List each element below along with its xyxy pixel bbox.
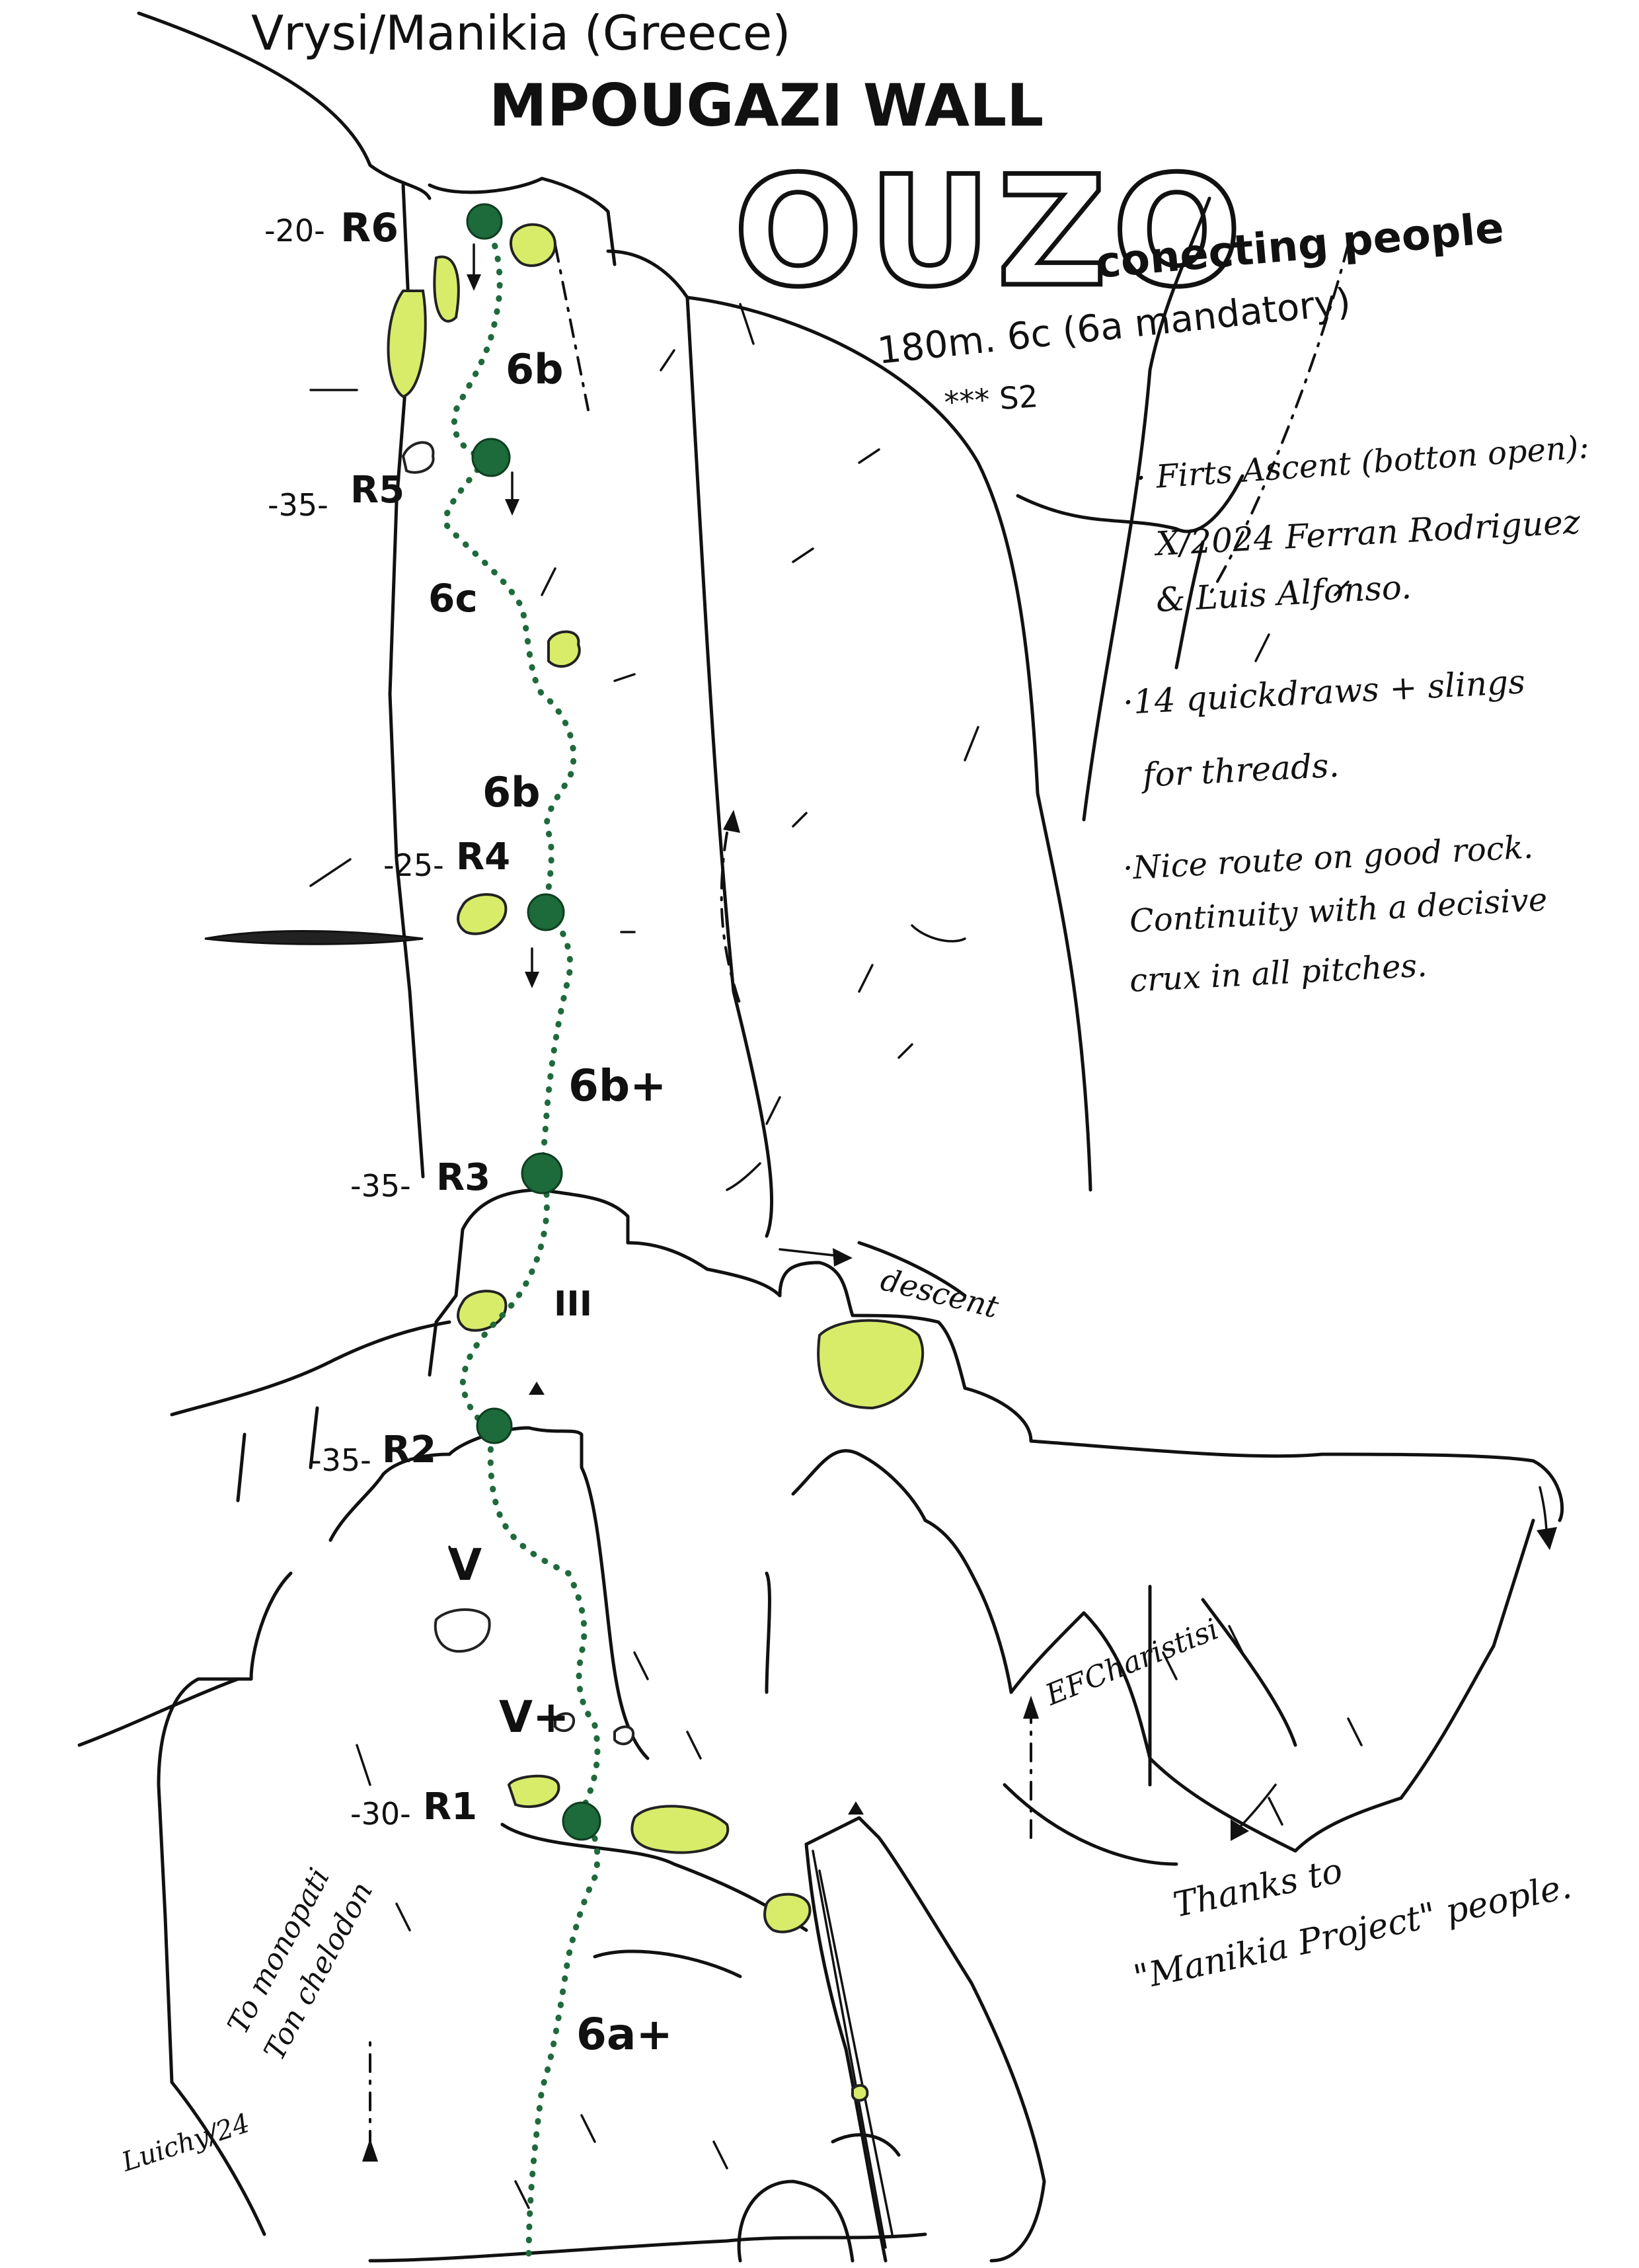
vegetation-bushes xyxy=(387,223,925,2102)
r6-label: R6 xyxy=(340,205,399,251)
bush-icon xyxy=(817,1319,925,1410)
belay-r1 xyxy=(562,1801,601,1841)
bush-icon xyxy=(433,255,460,323)
r3-length: -35- xyxy=(350,1168,411,1204)
belay-labels: -20- R6 -35- R5 -25- R4 -35- R3 -35- R2 … xyxy=(264,205,510,1832)
grade-p4b: 6b xyxy=(482,768,541,816)
r1-length: -30- xyxy=(350,1796,411,1832)
bush-icon xyxy=(851,2084,869,2102)
bush-icon xyxy=(554,1712,576,1733)
arrows xyxy=(362,243,1557,2162)
bush-icon xyxy=(763,1893,812,1934)
note-line-2: X/2024 Ferran Rodriguez xyxy=(1153,502,1582,563)
r1-label: R1 xyxy=(423,1785,477,1828)
pitch-grades: 6b 6c 6b 6b+ III V V+ 6a+ xyxy=(428,345,673,2060)
bush-icon xyxy=(401,441,435,474)
belay-r2 xyxy=(476,1407,513,1444)
bush-icon xyxy=(387,290,427,399)
route-line xyxy=(443,218,601,2264)
note-line-7: Continuity with a decisive xyxy=(1129,881,1548,940)
r5-label: R5 xyxy=(350,469,404,512)
bush-icon xyxy=(457,1290,508,1332)
grade-p2b: V xyxy=(448,1540,482,1590)
bush-icon xyxy=(547,630,581,668)
bush-icon xyxy=(507,1774,560,1809)
grade-p6: 6b xyxy=(506,345,564,393)
note-line-8: crux in all pitches. xyxy=(1129,947,1428,999)
r2-label: R2 xyxy=(382,1428,436,1471)
dashdot-cracks xyxy=(369,243,1350,2150)
belay-stations xyxy=(466,203,601,1841)
belay-r3 xyxy=(521,1152,563,1194)
belay-r6 xyxy=(466,203,503,240)
grade-p2: V+ xyxy=(499,1692,569,1742)
route-notes: · Firts Ascent (botton open): X/2024 Fer… xyxy=(1122,428,1591,999)
artist-signature: Luichy/24 xyxy=(118,2108,254,2178)
header: Vrysi/Manikia (Greece) MPOUGAZI WALL OUZ… xyxy=(251,5,1506,420)
location-title: Vrysi/Manikia (Greece) xyxy=(251,5,790,61)
grade-p3: III xyxy=(554,1284,592,1324)
belay-r4 xyxy=(527,893,565,931)
bush-icon xyxy=(457,893,508,935)
flake-feature xyxy=(204,929,424,945)
r5-length: -35- xyxy=(268,487,328,523)
thanks-line-1: Thanks to xyxy=(1170,1851,1346,1926)
r3-label: R3 xyxy=(436,1156,490,1199)
r4-length: -25- xyxy=(383,847,444,883)
note-line-6: ·Nice route on good rock. xyxy=(1122,829,1535,887)
rock-outlines xyxy=(77,11,1564,2263)
r4-label: R4 xyxy=(456,836,510,879)
bush-icon xyxy=(510,223,557,267)
grade-p4: 6b+ xyxy=(568,1060,666,1111)
note-line-4: ·14 quickdraws + slings xyxy=(1122,662,1526,722)
belay-r5 xyxy=(471,438,511,477)
note-line-5: for threads. xyxy=(1139,746,1340,795)
rock-texture xyxy=(309,303,1363,2209)
r2-length: -35- xyxy=(311,1442,371,1478)
wall-title: MPOUGAZI WALL xyxy=(489,71,1044,139)
bush-icon xyxy=(434,1608,491,1653)
grade-p1: 6a+ xyxy=(576,2009,673,2060)
route-rating: *** S2 xyxy=(943,378,1040,420)
route-name: OUZO xyxy=(734,144,1247,321)
bush-icon xyxy=(613,1725,635,1746)
grade-p5: 6c xyxy=(428,576,478,621)
bush-icon xyxy=(630,1805,730,1854)
note-line-1: · Firts Ascent (botton open): xyxy=(1135,428,1590,497)
r6-length: -20- xyxy=(264,213,325,249)
